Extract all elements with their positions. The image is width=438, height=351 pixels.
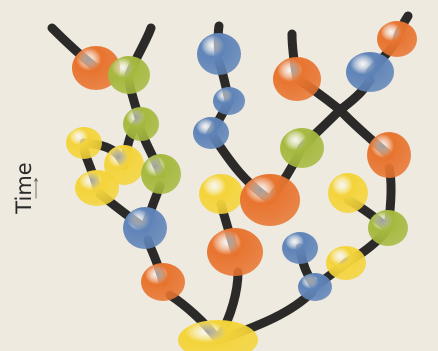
- bulb-blue: [298, 273, 332, 301]
- stem-tip: [215, 22, 223, 30]
- stem-tip: [48, 24, 56, 32]
- stem-tip: [147, 24, 155, 32]
- bulb-orange: [273, 57, 321, 101]
- bulb-yellow: [199, 174, 243, 214]
- bulb-green: [123, 107, 159, 141]
- bulb-blue: [213, 87, 245, 115]
- bulb-yellow: [66, 127, 102, 159]
- bulb-yellow: [328, 173, 368, 213]
- bulb-blue: [193, 117, 229, 149]
- bulb-orange: [377, 21, 417, 57]
- bulb-orange: [240, 174, 300, 226]
- bulb-orange: [367, 132, 411, 178]
- bulb-green: [141, 154, 181, 194]
- bulb-blue: [197, 33, 241, 75]
- bulb-blue: [346, 52, 394, 92]
- bulb-blue: [123, 207, 167, 249]
- stem-tip: [288, 30, 296, 38]
- bulbs-layer: [66, 21, 417, 351]
- bulb-green: [368, 210, 408, 246]
- time-arrow-icon: [34, 177, 38, 199]
- bulb-orange: [141, 263, 185, 301]
- bulb-yellow: [75, 170, 119, 206]
- bulb-orange: [207, 228, 263, 276]
- bulb-orange: [72, 46, 120, 90]
- bulb-green: [108, 56, 150, 94]
- bulb-yellow: [326, 246, 366, 280]
- stem-tip: [404, 12, 412, 20]
- time-axis-text: Time: [12, 162, 36, 214]
- bulb-yellow: [178, 320, 258, 351]
- bulb-blue: [282, 232, 318, 264]
- bulb-yellow: [104, 145, 144, 185]
- time-axis-label: Time: [12, 162, 38, 214]
- bulb-green: [280, 128, 324, 168]
